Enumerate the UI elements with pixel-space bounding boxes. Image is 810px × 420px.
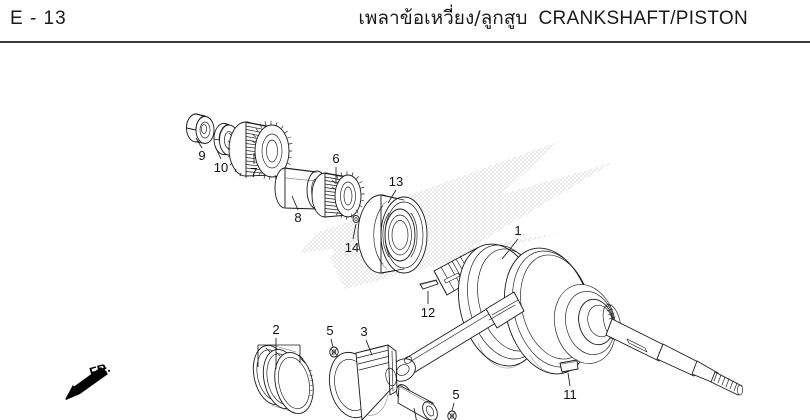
part-crankshaft-bearing (357, 194, 428, 274)
page-title-english: CRANKSHAFT/PISTON (538, 8, 748, 29)
callout-13[interactable]: 13 (389, 174, 403, 189)
callout-9[interactable]: 9 (198, 148, 205, 163)
callout-1[interactable]: 1 (514, 223, 521, 238)
page-header: E - 13 เพลาข้อเหวี่ยง/ลูกสูบ CRANKSHAFT/… (0, 0, 810, 43)
part-dowel-pin (352, 214, 360, 224)
callout-6[interactable]: 6 (332, 151, 339, 166)
callout-3[interactable]: 3 (360, 324, 367, 339)
callout-leader-lines (195, 137, 571, 420)
callout-7[interactable]: 7 (250, 165, 257, 180)
callout-numbers: 1 2 3 4 5 5 6 7 8 9 10 11 12 13 14 (198, 148, 577, 402)
front-direction-marker: FR. (65, 360, 112, 400)
part-cam-chain-drive-sprocket (227, 120, 293, 180)
page-code: E - 13 (10, 8, 67, 29)
callout-10[interactable]: 10 (214, 160, 228, 175)
part-woodruff-key-left (419, 279, 439, 290)
page-title: เพลาข้อเหวี่ยง/ลูกสูบ CRANKSHAFT/PISTON (358, 7, 748, 29)
part-piston-pin-clip-left (329, 346, 339, 358)
part-primary-drive-gear (311, 171, 365, 220)
part-piston-pin (396, 384, 438, 420)
callout-14[interactable]: 14 (345, 240, 359, 255)
part-piston-pin-clip-right (447, 410, 457, 420)
part-woodruff-key-right (559, 359, 579, 373)
callout-2[interactable]: 2 (272, 322, 279, 337)
callout-5-left[interactable]: 5 (326, 323, 333, 338)
part-crankshaft-assembly (390, 243, 743, 396)
part-oil-seal (186, 113, 215, 144)
part-piston-ring-set (252, 344, 314, 415)
callout-8[interactable]: 8 (294, 210, 301, 225)
part-piston (328, 344, 398, 420)
exploded-parts-diagram: 1 2 3 4 5 5 6 7 8 9 10 11 12 13 14 (0, 43, 810, 420)
page-title-thai: เพลาข้อเหวี่ยง/ลูกสูบ (358, 7, 528, 29)
front-direction-label: FR. (88, 360, 112, 380)
callout-5-right[interactable]: 5 (452, 387, 459, 402)
callout-12[interactable]: 12 (421, 305, 435, 320)
callout-11[interactable]: 11 (563, 387, 577, 402)
